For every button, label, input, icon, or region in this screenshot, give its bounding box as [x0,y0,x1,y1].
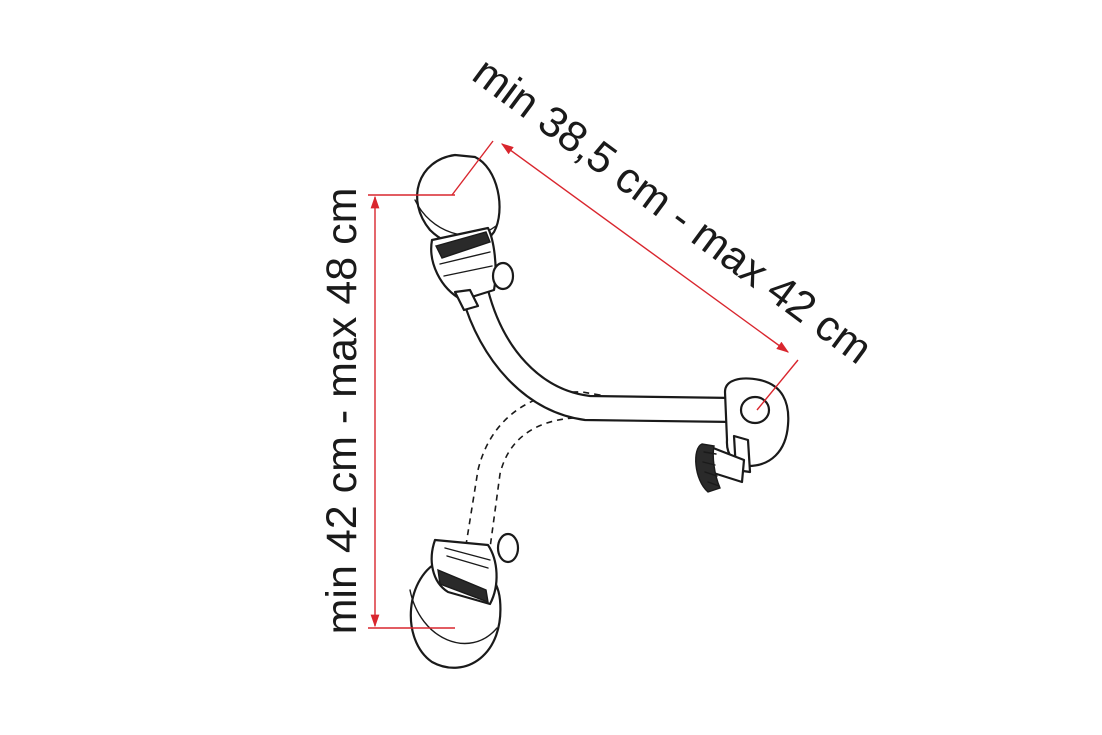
vertical-dimension-label: min 42 cm - max 48 cm [318,188,366,635]
lower-wheel-clamp-ratchet [430,532,520,606]
arm-alternate-position [409,391,601,669]
diagonal-dimension-line [500,143,790,353]
tightening-knob [695,443,746,493]
dimension-vertical: min 42 cm - max 48 cm [318,188,455,635]
diagonal-extension-bottom [756,359,799,411]
diagonal-extension-top [451,140,494,196]
upper-wheel-clamp-ratchet [430,226,515,312]
arm-main-position [460,288,737,424]
diagonal-dimension-label: min 38,5 cm - max 42 cm [464,48,881,374]
